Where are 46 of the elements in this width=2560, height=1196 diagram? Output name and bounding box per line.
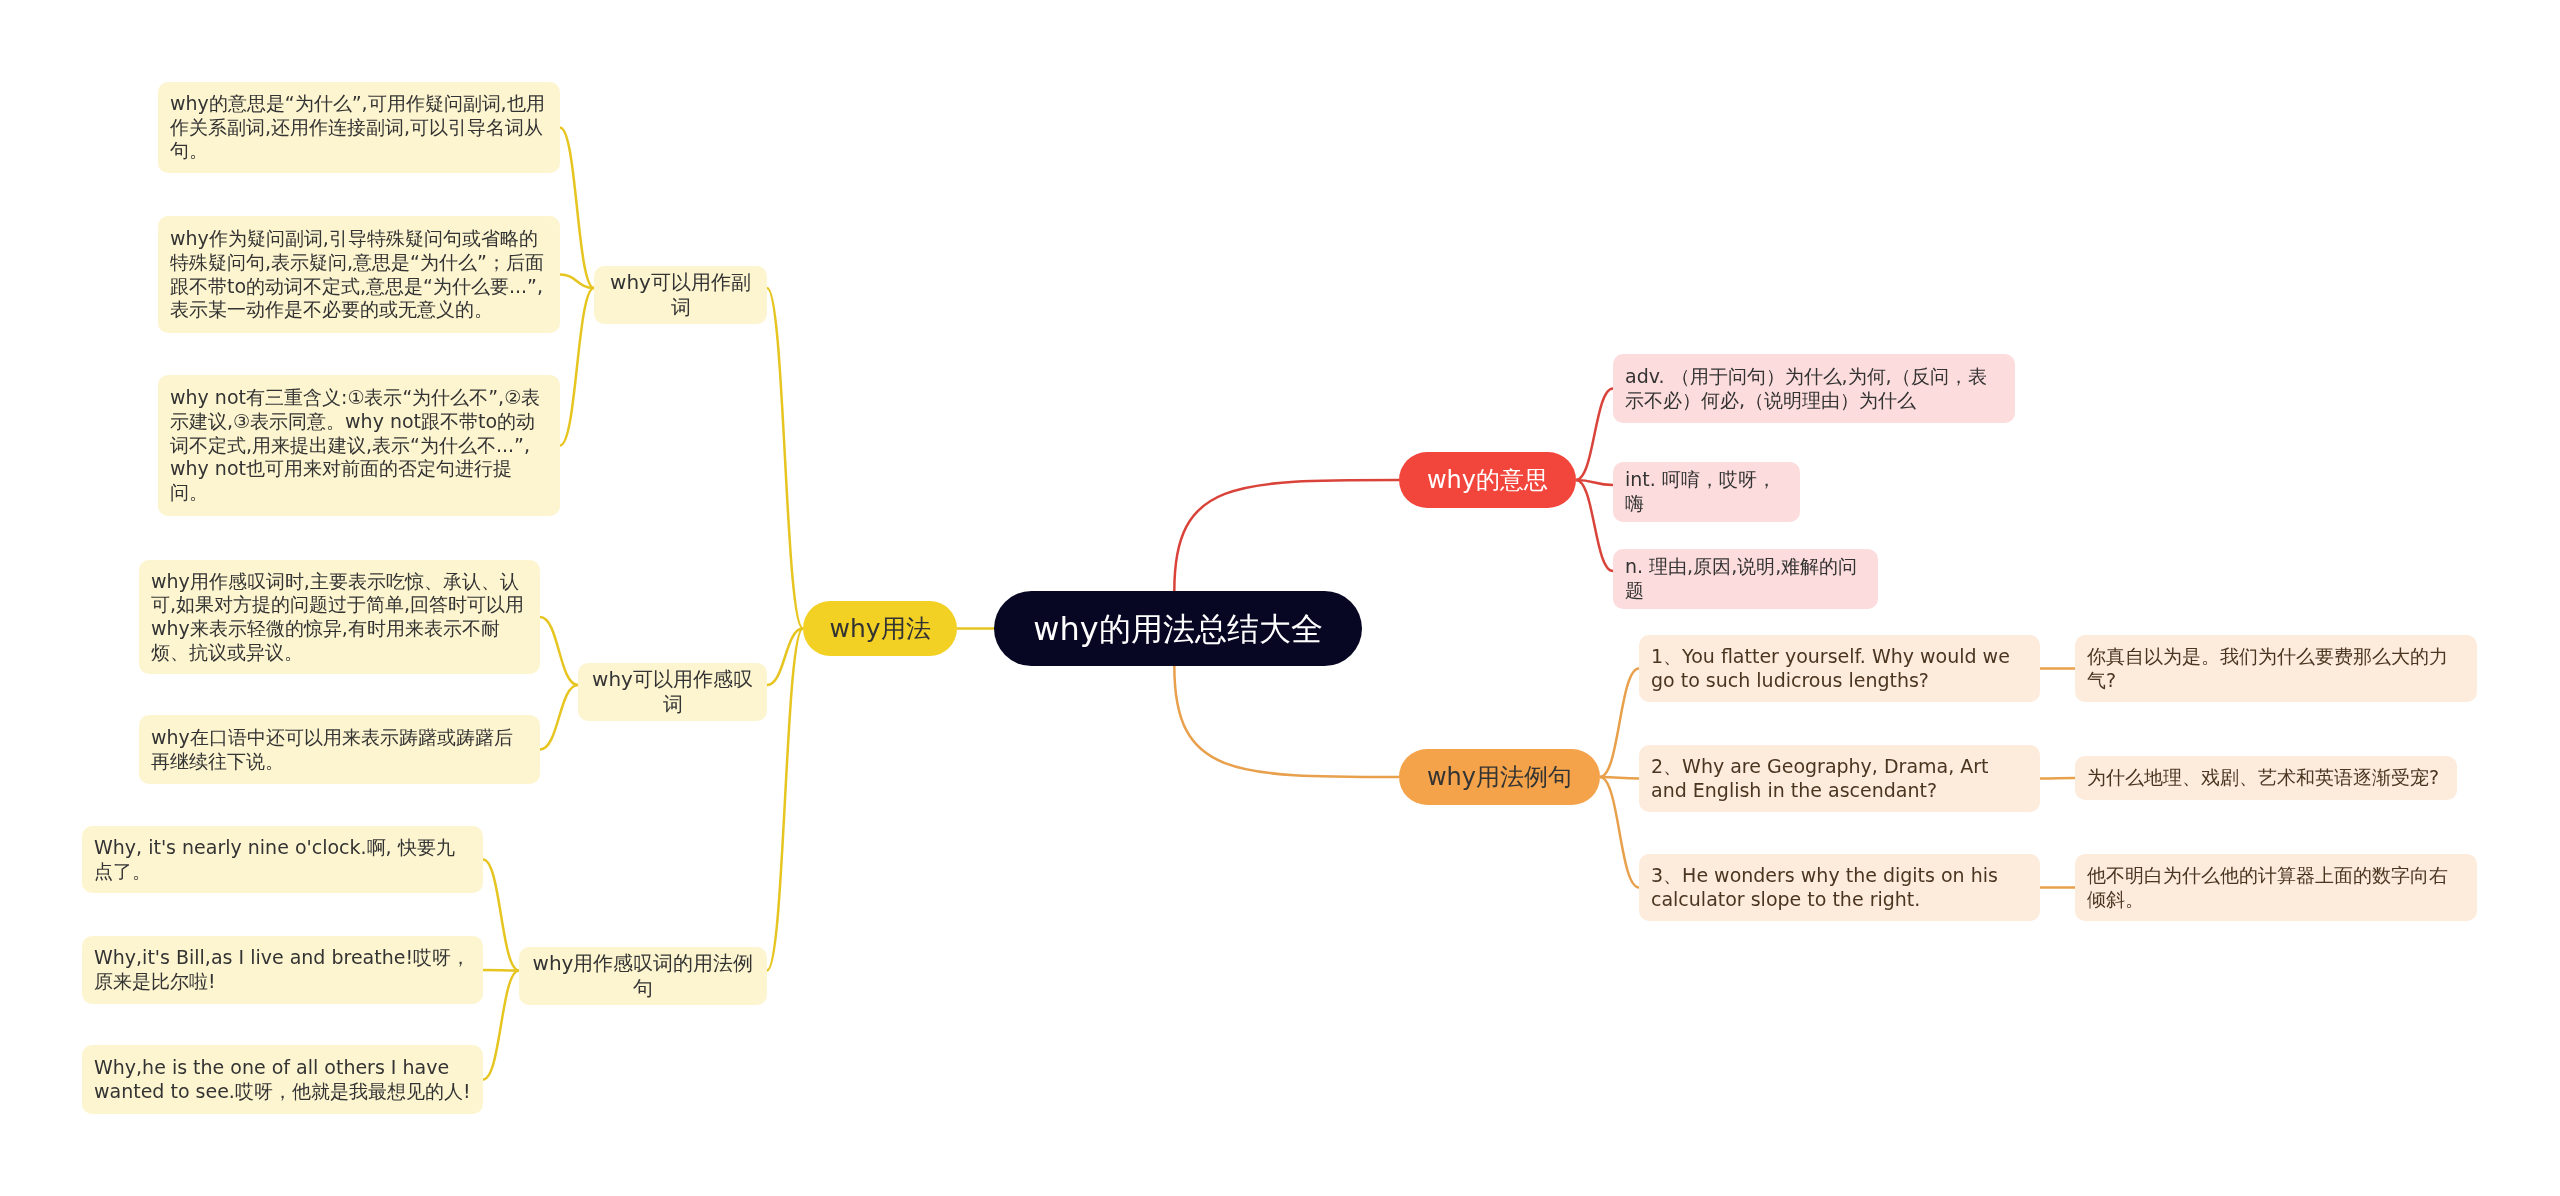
connector-line	[1599, 667, 1640, 779]
note-box: why作为疑问副词,引导特殊疑问句或省略的特殊疑问句,表示疑问,意思是“为什么”；后面跟不带to的动词不定式,意思是“为什么要...”,表示某一动作是不必要的或无意义的。	[158, 216, 560, 333]
connector-line	[766, 627, 804, 687]
branch-topic: why用法	[803, 601, 957, 656]
subtopic-box: why可以用作副词	[594, 266, 767, 324]
connector-line	[1600, 775, 1639, 780]
connector-line	[1173, 478, 1399, 592]
note-box: int. 呵唷，哎呀，嗨	[1613, 462, 1800, 522]
connector-line	[559, 126, 595, 289]
connector-line	[482, 858, 520, 972]
note-box: Why, it's nearly nine o'clock.啊, 快要九点了。	[82, 826, 483, 893]
connector-line	[2040, 776, 2075, 780]
note-box: 1、You flatter yourself. Why would we go to such ludicrous lengths?	[1639, 635, 2040, 702]
note-box: 他不明白为什么他的计算器上面的数字向右倾斜。	[2075, 854, 2477, 921]
connector-line	[957, 627, 994, 630]
connector-line	[1575, 478, 1614, 573]
connector-line	[1575, 387, 1614, 482]
connector-line	[559, 273, 595, 290]
note-box: why的意思是“为什么”,可用作疑问副词,也用作关系副词,还用作连接副词,可以引导名词从句。	[158, 82, 560, 173]
connector-line	[1599, 775, 1640, 889]
connector-line	[2040, 667, 2075, 670]
note-box: Why,he is the one of all others I have wanted to see.哎呀，他就是我最想见的人!	[82, 1045, 483, 1114]
note-box: why在口语中还可以用来表示踌躇或踌躇后再继续往下说。	[139, 715, 540, 784]
note-box: 3、He wonders why the digits on his calculator slope to the right.	[1639, 854, 2040, 921]
connector-line	[539, 615, 579, 687]
note-box: adv. （用于问句）为什么,为何,（反问，表示不必）何必,（说明理由）为什么	[1613, 354, 2015, 423]
connector-line	[483, 968, 519, 972]
branch-topic: why用法例句	[1399, 749, 1600, 805]
subtopic-box: why可以用作感叹词	[578, 663, 767, 721]
note-box: 2、Why are Geography, Drama, Art and English in the ascendant?	[1639, 745, 2040, 812]
connector-line	[765, 287, 805, 630]
note-box: 你真自以为是。我们为什么要费那么大的力气?	[2075, 635, 2477, 702]
note-box: 为什么地理、戏剧、艺术和英语逐渐受宠?	[2075, 756, 2457, 800]
connector-line	[482, 969, 520, 1081]
central-topic: why的用法总结大全	[994, 591, 1362, 666]
connector-line	[539, 683, 579, 751]
note-box: n. 理由,原因,说明,难解的问题	[1613, 549, 1878, 609]
connector-line	[1173, 665, 1399, 779]
note-box: why not有三重含义:①表示“为什么不”,②表示建议,③表示同意。why not跟不带to的动词不定式,用来提出建议,表示“为什么不...”, why not也可用来对前面的否定句进行提问。	[158, 375, 560, 516]
connector-line	[559, 287, 595, 447]
connector-line	[765, 627, 805, 972]
note-box: Why,it's Bill,as I live and breathe!哎呀，原来是比尔啦!	[82, 936, 483, 1004]
note-box: why用作感叹词时,主要表示吃惊、承认、认可,如果对方提的问题过于简单,回答时可以用why来表示轻微的惊异,有时用来表示不耐烦、抗议或异议。	[139, 560, 540, 674]
subtopic-box: why用作感叹词的用法例句	[519, 947, 767, 1005]
branch-topic: why的意思	[1399, 452, 1576, 508]
connector-line	[2040, 886, 2075, 889]
